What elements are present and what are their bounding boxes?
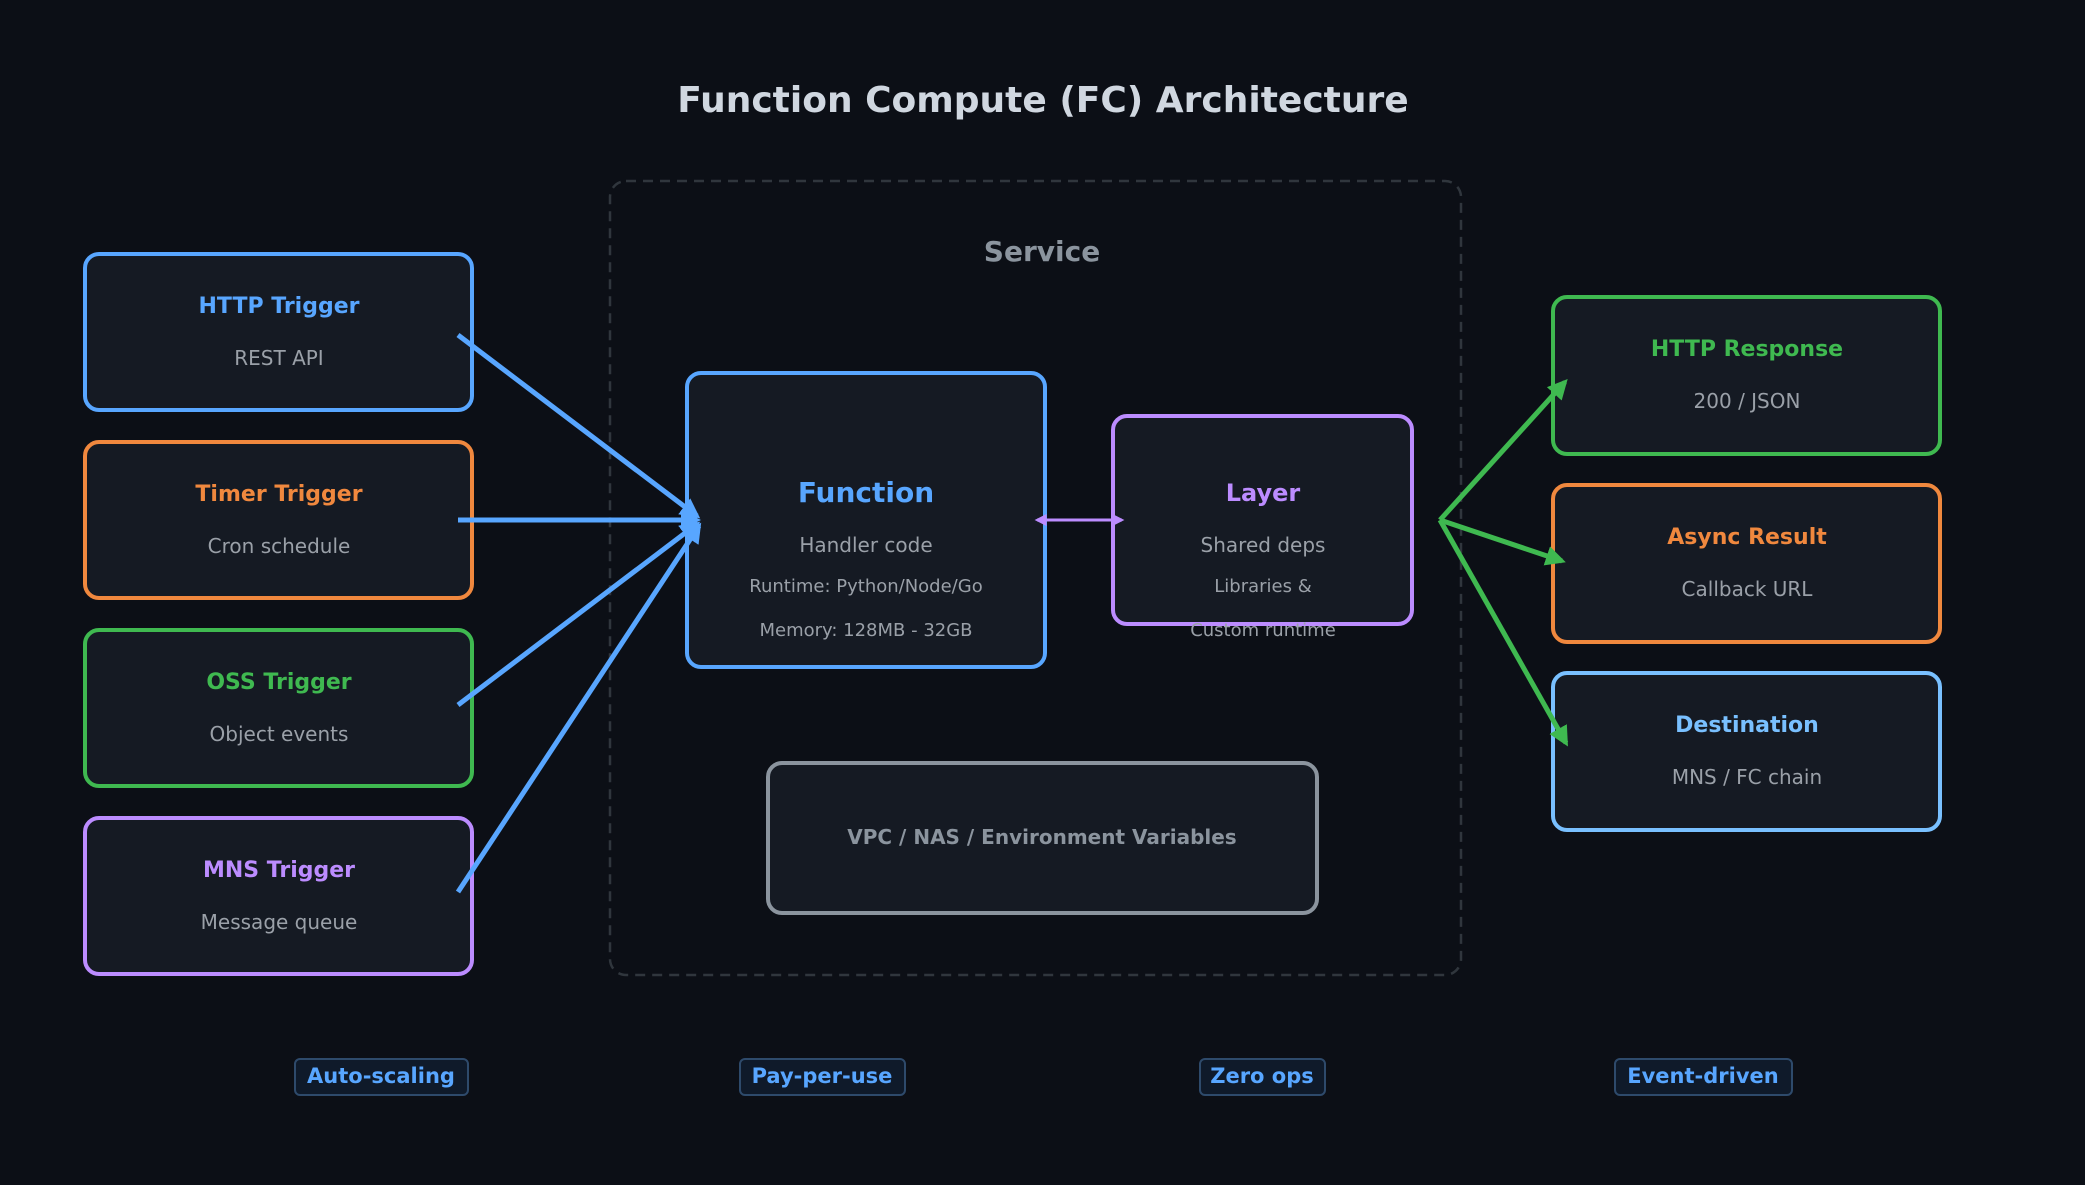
function-line3: Memory: 128MB - 32GB <box>759 620 972 641</box>
trigger-oss: OSS Trigger Object events <box>83 628 474 788</box>
feature-label: Pay-per-use <box>752 1064 893 1088</box>
output-title: Destination <box>1675 713 1819 738</box>
trigger-subtitle: Cron schedule <box>208 534 351 558</box>
output-subtitle: 200 / JSON <box>1694 389 1801 413</box>
feature-label: Zero ops <box>1210 1064 1314 1088</box>
layer-line3: Custom runtime <box>1190 620 1336 641</box>
output-destination: Destination MNS / FC chain <box>1551 671 1942 832</box>
function-box: Function Handler code Runtime: Python/No… <box>685 371 1047 669</box>
arrow-http-to-function <box>456 333 701 519</box>
output-subtitle: MNS / FC chain <box>1672 765 1822 789</box>
feature-pill-zero-ops: Zero ops <box>1199 1058 1326 1096</box>
diagram-title: Function Compute (FC) Architecture <box>677 80 1408 121</box>
feature-label: Auto-scaling <box>307 1064 455 1088</box>
trigger-arrows <box>455 333 702 894</box>
function-line1: Handler code <box>799 533 932 557</box>
output-title: HTTP Response <box>1651 337 1843 362</box>
trigger-subtitle: REST API <box>234 346 323 370</box>
vpc-box: VPC / NAS / Environment Variables <box>766 761 1319 915</box>
vpc-label: VPC / NAS / Environment Variables <box>847 825 1236 849</box>
function-title: Function <box>798 476 934 509</box>
output-arrows <box>1437 379 1569 747</box>
output-title: Async Result <box>1667 525 1827 550</box>
trigger-timer: Timer Trigger Cron schedule <box>83 440 474 600</box>
arrow-to-http-response <box>1438 379 1568 522</box>
feature-label: Event-driven <box>1627 1064 1778 1088</box>
output-subtitle: Callback URL <box>1682 577 1814 601</box>
feature-pill-pay-per-use: Pay-per-use <box>739 1058 906 1096</box>
layer-line1: Shared deps <box>1201 533 1326 557</box>
trigger-title: Timer Trigger <box>195 482 362 507</box>
function-line2: Runtime: Python/Node/Go <box>749 576 982 597</box>
service-label: Service <box>984 235 1100 268</box>
arrow-oss-to-function <box>456 521 701 707</box>
output-async-result: Async Result Callback URL <box>1551 483 1942 644</box>
layer-title: Layer <box>1226 479 1301 507</box>
arrow-to-destination <box>1437 518 1569 747</box>
trigger-title: OSS Trigger <box>206 670 351 695</box>
layer-line2: Libraries & <box>1214 576 1312 597</box>
trigger-subtitle: Message queue <box>201 910 358 934</box>
layer-box: Layer Shared deps Libraries & Custom run… <box>1111 414 1414 641</box>
trigger-http: HTTP Trigger REST API <box>83 252 474 412</box>
feature-pill-event-driven: Event-driven <box>1614 1058 1793 1096</box>
arrow-mns-to-function <box>455 522 702 894</box>
arrow-to-async-result <box>1439 517 1566 566</box>
trigger-subtitle: Object events <box>210 722 349 746</box>
trigger-title: MNS Trigger <box>203 858 355 883</box>
trigger-mns: MNS Trigger Message queue <box>83 816 474 976</box>
trigger-title: HTTP Trigger <box>199 294 360 319</box>
feature-pill-auto-scaling: Auto-scaling <box>294 1058 469 1096</box>
service-container: Service <box>608 179 1463 977</box>
output-http-response: HTTP Response 200 / JSON <box>1551 295 1942 456</box>
